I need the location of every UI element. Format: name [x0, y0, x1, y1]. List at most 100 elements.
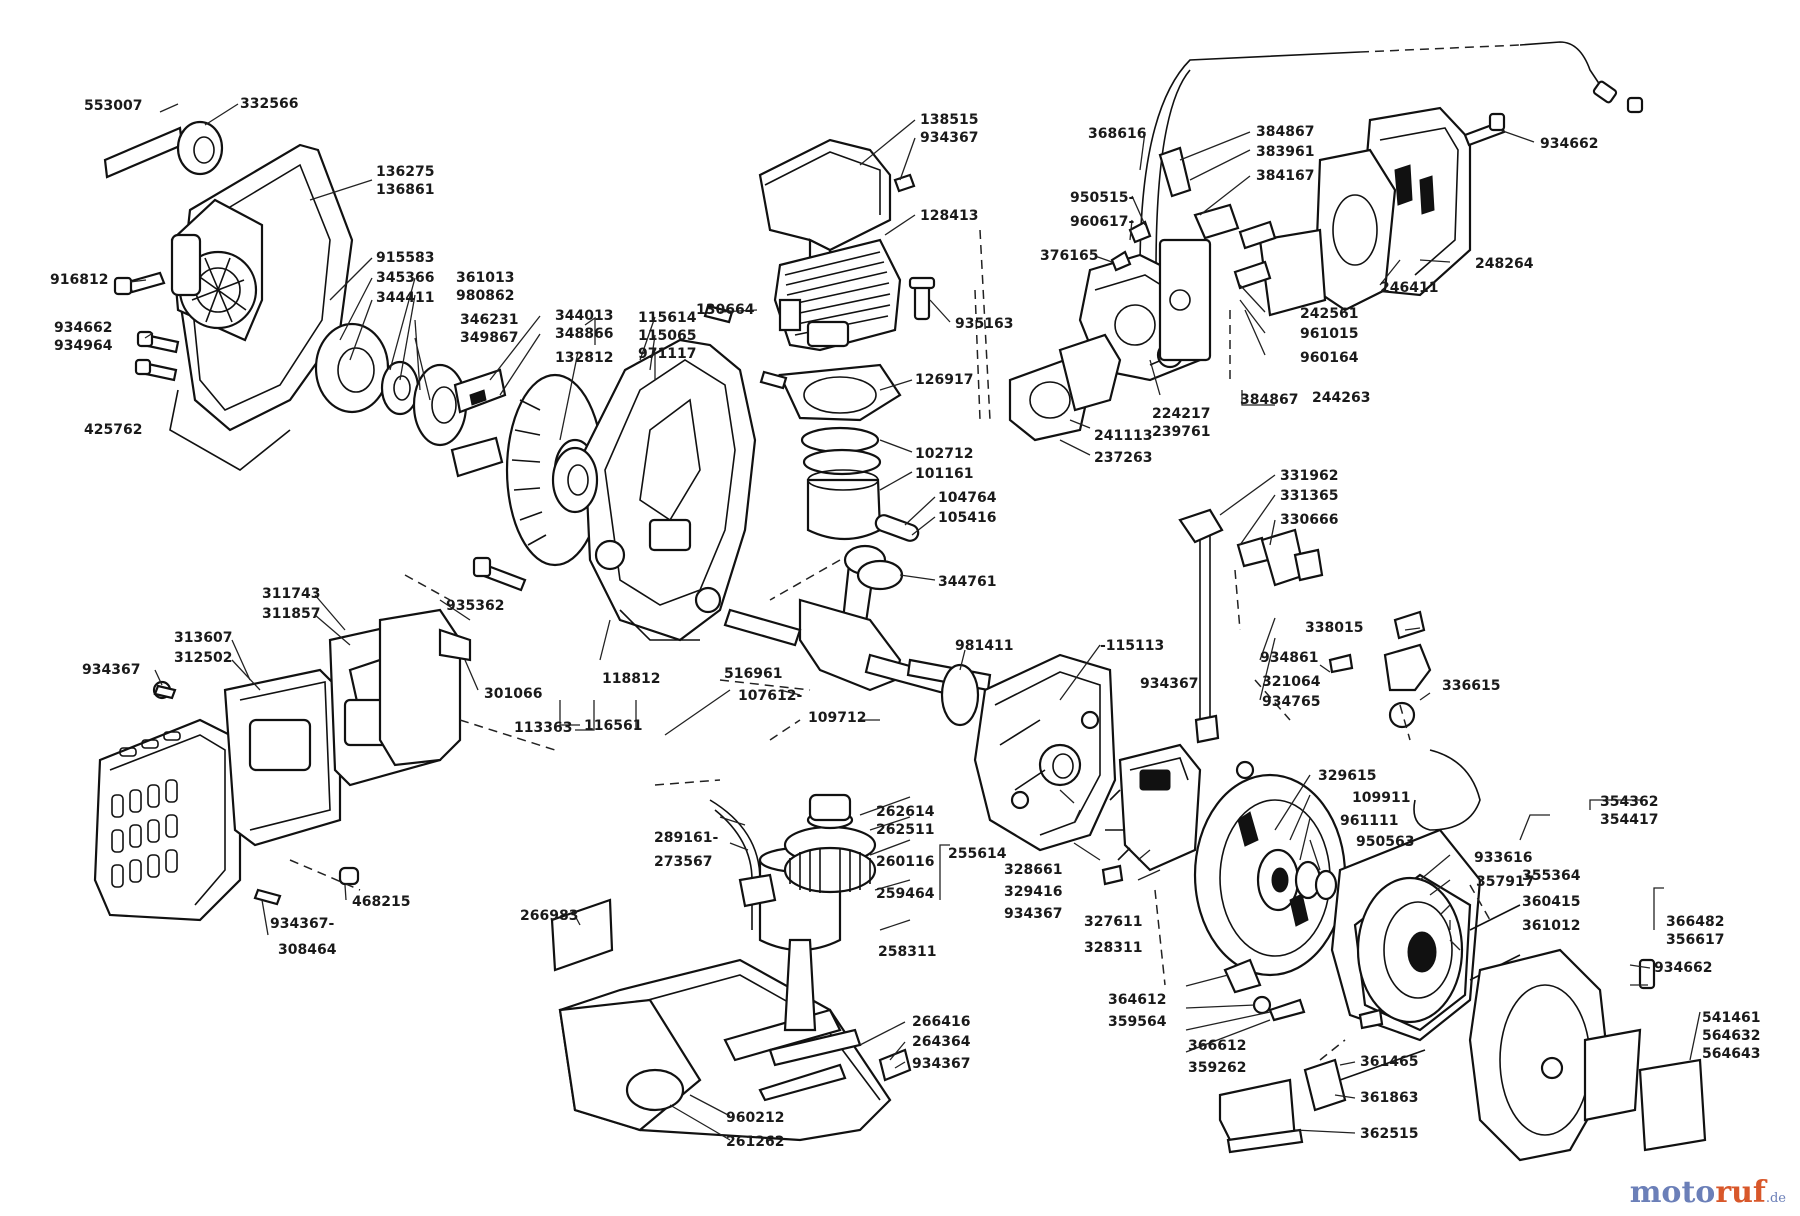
- label-553007: 553007: [84, 98, 142, 114]
- label-261262: 261262: [726, 1134, 784, 1150]
- label-113363: 113363: [514, 720, 572, 736]
- label-262511: 262511: [876, 822, 934, 838]
- spark-plug-part: [1178, 508, 1324, 744]
- label-308464: 308464: [278, 942, 337, 958]
- assembly-lines: [289, 229, 1491, 1061]
- label-242561: 242561: [1300, 306, 1358, 322]
- screws-left-part: [113, 271, 180, 382]
- label-384167: 384167: [1256, 168, 1314, 184]
- label-313607: 313607: [174, 630, 232, 646]
- group-brackets: [575, 316, 1664, 930]
- label-262614: 262614: [876, 804, 935, 820]
- label-934662-right: 934662: [1654, 960, 1712, 976]
- screws-cylinder-part: [703, 173, 936, 390]
- clutch-switch-part: [1328, 610, 1481, 831]
- label-348866: 348866: [555, 326, 613, 342]
- starter-washers-part: [1101, 760, 1338, 901]
- label-136861: 136861: [376, 182, 434, 198]
- label-564643: 564643: [1702, 1046, 1760, 1062]
- label-934367-bottom-left: 934367-: [270, 916, 334, 932]
- label-950515: 950515-: [1070, 190, 1134, 206]
- label-321064: 321064: [1262, 674, 1321, 690]
- label-301066: 301066: [484, 686, 542, 702]
- label-255614: 255614: [948, 846, 1007, 862]
- label-361013: 361013: [456, 270, 514, 286]
- label-244263: 244263: [1312, 390, 1370, 406]
- label-118812: 118812: [602, 671, 660, 687]
- label-950563: 950563: [1356, 834, 1414, 850]
- gasket-126917-part: [778, 363, 902, 422]
- label-934367-top: 934367: [920, 130, 978, 146]
- label-376165: 376165: [1040, 248, 1098, 264]
- label-344013: 344013: [555, 308, 613, 324]
- label-241113: 241113: [1094, 428, 1152, 444]
- label-237263: 237263: [1094, 450, 1152, 466]
- label-425762: 425762: [84, 422, 142, 438]
- label-359564: 359564: [1108, 1014, 1167, 1030]
- tank-strap-part: [550, 898, 912, 1102]
- label-934662-left: 934662: [54, 320, 112, 336]
- label-258311: 258311: [878, 944, 936, 960]
- label-346231: 346231: [460, 312, 518, 328]
- label-361012: 361012: [1522, 918, 1580, 934]
- label-289161: 289161-: [654, 830, 718, 846]
- label-331365: 331365: [1280, 488, 1338, 504]
- label-273567: 273567: [654, 854, 712, 870]
- label-961111: 961111: [1340, 813, 1398, 829]
- flywheel-right-part: [1193, 773, 1347, 977]
- label-327611: 327611: [1084, 914, 1142, 930]
- label-355364: 355364: [1522, 868, 1581, 884]
- label-356617: 356617: [1666, 932, 1724, 948]
- label-330666: 330666: [1280, 512, 1338, 528]
- label-345366: 345366: [376, 270, 434, 286]
- label-115614: 115614: [638, 310, 697, 326]
- label-344411: 344411: [376, 290, 434, 306]
- label-260116: 260116: [876, 854, 934, 870]
- label-311743: 311743: [262, 586, 320, 602]
- label-311857: 311857: [262, 606, 320, 622]
- label-338015: 338015: [1305, 620, 1363, 636]
- muffler-body-part: [223, 668, 342, 847]
- right-crankcase-part: [973, 653, 1117, 852]
- label-246411: 246411: [1380, 280, 1438, 296]
- air-filter-part: [1258, 148, 1397, 317]
- leader-lines: [129, 103, 1701, 1141]
- exhaust-gasket-part: [378, 608, 472, 767]
- label-383961: 383961: [1256, 144, 1314, 160]
- label-239761: 239761: [1152, 424, 1210, 440]
- label-961015: 961015: [1300, 326, 1358, 342]
- label-357917: 357917: [1476, 874, 1534, 890]
- label-224217: 224217: [1152, 406, 1210, 422]
- label-331962: 331962: [1280, 468, 1338, 484]
- label-933616: 933616: [1474, 850, 1532, 866]
- small-parts-exhaust: [152, 680, 360, 906]
- label-934861: 934861: [1260, 650, 1318, 666]
- label-128413: 128413: [920, 208, 978, 224]
- fuel-line-part: [709, 799, 777, 930]
- label-934964: 934964: [54, 338, 113, 354]
- label-132812: 132812: [555, 350, 613, 366]
- label-264364: 264364: [912, 1034, 971, 1050]
- label-105416: 105416: [938, 510, 996, 526]
- label-328311: 328311: [1084, 940, 1142, 956]
- cap-332566-part: [176, 120, 224, 176]
- label-104764: 104764: [938, 490, 997, 506]
- label-960617: 960617-: [1070, 214, 1134, 230]
- label-329615: 329615: [1318, 768, 1376, 784]
- label-366482: 366482: [1666, 914, 1724, 930]
- label-980862: 980862: [456, 288, 514, 304]
- label-354417: 354417: [1600, 812, 1658, 828]
- label-934367-exhaust: 934367: [82, 662, 140, 678]
- cylinder-part: [773, 238, 902, 352]
- label-109911: 109911: [1352, 790, 1410, 806]
- intake-gasket-part: [1008, 333, 1122, 442]
- label-336615: 336615: [1442, 678, 1500, 694]
- label-960212: 960212: [726, 1110, 784, 1126]
- label-101161: 101161: [915, 466, 973, 482]
- screw-935362-part: [472, 556, 527, 592]
- label-248264: 248264: [1475, 256, 1534, 272]
- label-329416: 329416: [1004, 884, 1062, 900]
- watermark-part-1: moto: [1629, 1175, 1716, 1210]
- label-362515: 362515: [1360, 1126, 1418, 1142]
- label-934367-mid: 934367: [1140, 676, 1198, 692]
